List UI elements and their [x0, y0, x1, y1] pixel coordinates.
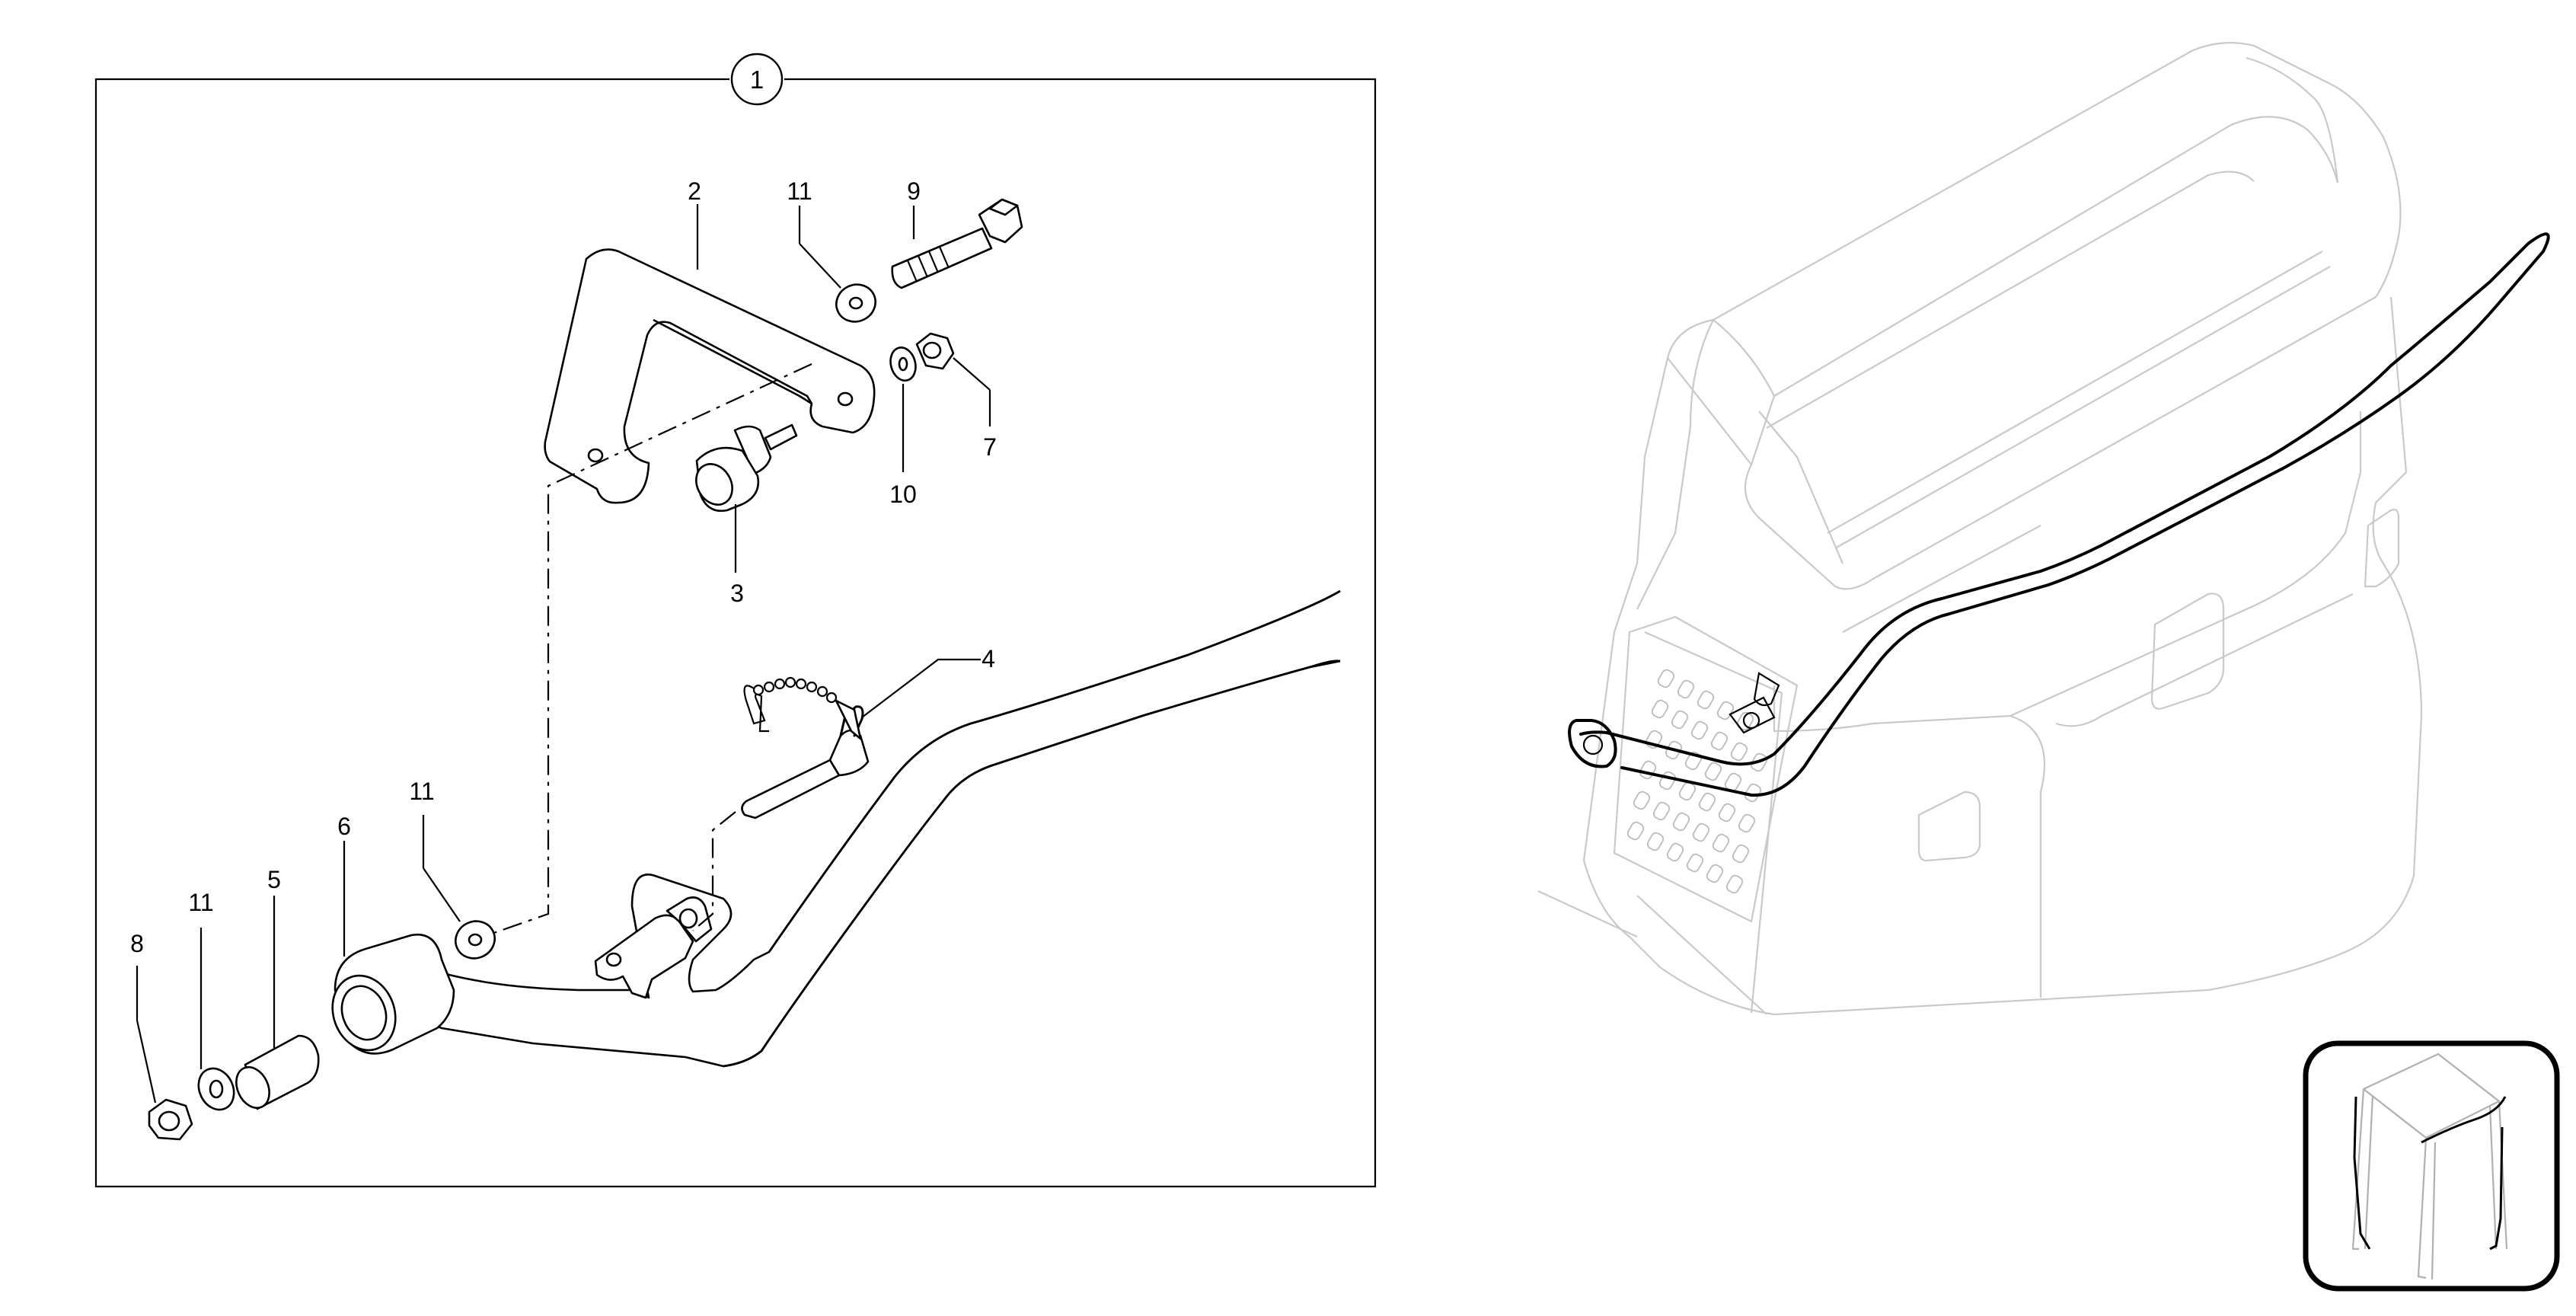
grille [1613, 615, 1799, 923]
nut-low-part[interactable] [148, 1098, 193, 1141]
washer-small-part[interactable] [887, 345, 919, 384]
assembly-balloon[interactable] [730, 53, 784, 106]
machine-context-view [1537, 42, 2550, 1016]
callout-11-top[interactable]: 11 [787, 177, 812, 205]
washer-mid-part[interactable] [449, 915, 500, 964]
callouts: 2 11 9 7 10 3 4 11 6 5 11 8 [130, 177, 997, 1104]
callout-8[interactable]: 8 [130, 930, 144, 957]
callout-9[interactable]: 9 [907, 177, 921, 205]
handle-bar-part[interactable] [322, 589, 1341, 1068]
washer-top-part[interactable] [830, 278, 881, 327]
callout-4[interactable]: 4 [982, 645, 995, 672]
assembly-axes [487, 363, 812, 937]
washer-low-part[interactable] [192, 1062, 241, 1115]
callout-11-mid[interactable]: 11 [409, 778, 434, 805]
bushing-part[interactable] [230, 1034, 320, 1113]
locator-inset [2303, 1040, 2560, 1292]
callout-3[interactable]: 3 [730, 580, 744, 607]
callout-2[interactable]: 2 [688, 177, 701, 205]
callout-10[interactable]: 10 [889, 481, 917, 508]
assembly-number: 1 [750, 65, 764, 94]
nut-top-part[interactable] [915, 332, 955, 370]
bolt-part[interactable] [891, 198, 1023, 289]
hitch-pin-part[interactable] [741, 676, 870, 819]
pin-part[interactable] [689, 423, 798, 513]
callout-7[interactable]: 7 [983, 433, 997, 461]
chain [752, 676, 838, 704]
installed-handle [1568, 232, 2550, 797]
callout-6[interactable]: 6 [337, 813, 351, 840]
exploded-view-frame: 1 [94, 53, 1377, 1188]
callout-11-low[interactable]: 11 [188, 889, 213, 916]
callout-5[interactable]: 5 [267, 866, 281, 893]
